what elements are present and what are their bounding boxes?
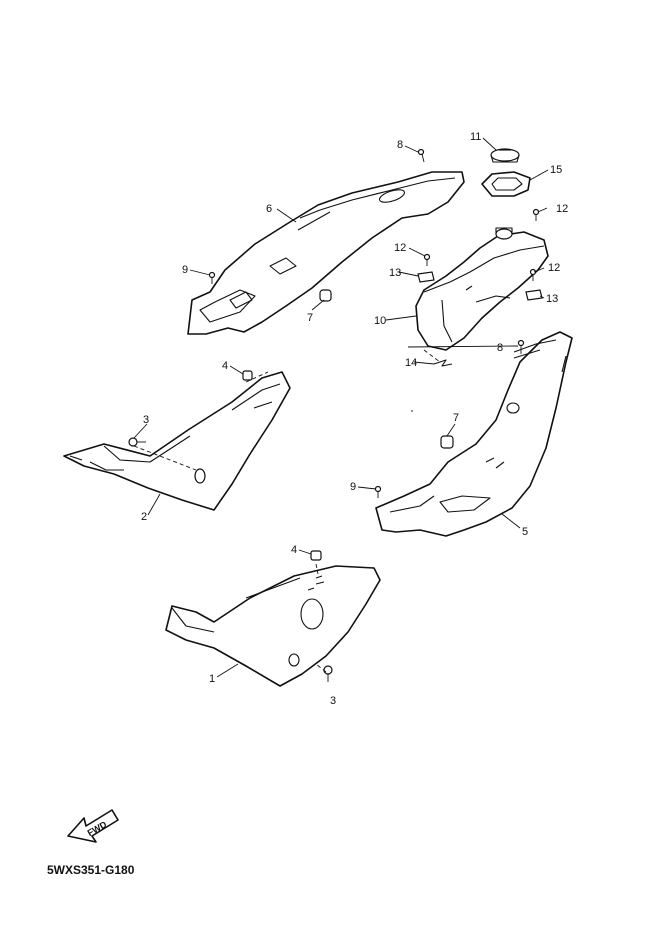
callout-2: 2 — [141, 511, 147, 523]
callout-14: 14 — [405, 357, 417, 369]
part-2-side-cover-lower-left — [63, 371, 291, 511]
part-3-screw-upper — [128, 437, 138, 447]
part-15-seal — [481, 171, 531, 197]
callout-labels: 6 8 11 15 12 12 12 13 13 9 7 10 8 14 4 3… — [141, 131, 568, 707]
callout-3-upper: 3 — [143, 414, 149, 426]
diagram-code: 5WXS351-G180 — [47, 863, 135, 877]
part-8-screw-upper — [417, 148, 425, 156]
part-4-nut-lower — [310, 550, 322, 561]
callout-3-lower: 3 — [330, 695, 336, 707]
callout-4-upper: 4 — [222, 360, 228, 372]
part-12-screw-c — [529, 268, 537, 276]
callout-12-c: 12 — [548, 262, 560, 274]
part-8-screw-right — [517, 339, 525, 347]
callout-8-right: 8 — [497, 342, 503, 354]
part-9-screw-lower — [374, 485, 382, 493]
callout-7-upper: 7 — [307, 312, 313, 324]
callout-6: 6 — [266, 203, 272, 215]
callout-11: 11 — [470, 131, 481, 143]
part-3-screw-lower — [323, 665, 333, 675]
part-10-tank — [415, 227, 549, 351]
leader-lines — [133, 137, 549, 678]
part-7-grommet-right — [440, 435, 454, 449]
callout-5: 5 — [522, 526, 528, 538]
callout-12-a: 12 — [556, 203, 568, 215]
part-12-screw-a — [532, 208, 540, 216]
part-13-clip-a — [417, 271, 435, 283]
callout-13-b: 13 — [546, 293, 558, 305]
callout-9-upper: 9 — [182, 264, 188, 276]
part-6-side-cover-upper-left — [187, 171, 465, 335]
callout-10: 10 — [374, 315, 386, 327]
callout-12-b: 12 — [394, 242, 406, 254]
callout-8-upper: 8 — [397, 139, 403, 151]
part-9-screw-upper — [208, 271, 216, 279]
callout-4-lower: 4 — [291, 544, 297, 556]
callout-1: 1 — [209, 673, 215, 685]
callout-15: 15 — [550, 164, 562, 176]
callout-9-lower: 9 — [350, 481, 356, 493]
part-11-cap — [490, 148, 520, 163]
part-7-grommet-upper — [319, 289, 332, 302]
part-14-clamp — [433, 359, 453, 367]
part-1-side-cover-lower-right — [165, 565, 381, 687]
part-12-screw-b — [423, 253, 431, 261]
part-13-clip-b — [525, 289, 543, 301]
fwd-arrow-icon: FWD — [67, 809, 119, 843]
part-4-nut-upper — [242, 370, 253, 381]
callout-13-a: 13 — [389, 267, 401, 279]
callout-7-right: 7 — [453, 412, 459, 424]
